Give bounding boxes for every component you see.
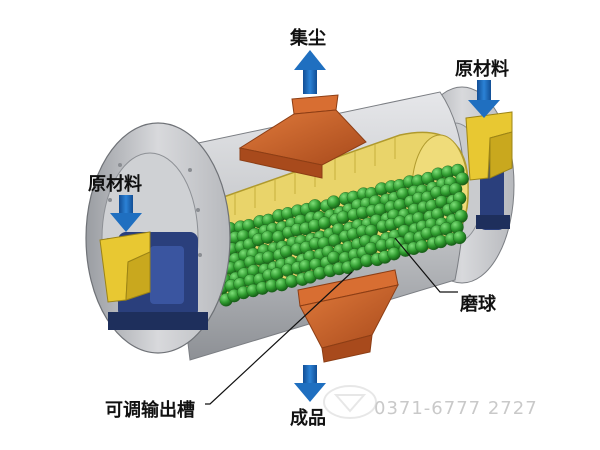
watermark-emblem-icon <box>323 385 377 419</box>
grinding-ball <box>452 230 467 245</box>
label-raw-material-left: 原材料 <box>88 174 142 195</box>
leader-line-trough <box>205 271 353 405</box>
dust-collection-hood <box>238 94 367 179</box>
grinding-balls <box>213 163 469 307</box>
watermark-phone: 0371-6777 2727 <box>374 398 538 419</box>
label-product: 成品 <box>290 408 326 429</box>
grinding-ball <box>308 199 322 213</box>
label-adjustable-trough: 可调输出槽 <box>105 400 195 421</box>
arrow-down-product-icon <box>294 365 326 402</box>
label-raw-material-right: 原材料 <box>455 59 509 80</box>
arrow-down-raw-right-icon <box>468 80 500 118</box>
label-grinding-balls: 磨球 <box>460 294 496 315</box>
arrow-down-raw-left-icon <box>110 195 142 232</box>
grinding-ball <box>415 239 429 254</box>
left-feed-hopper <box>99 231 151 303</box>
adjustable-discharge-trough <box>297 269 399 363</box>
label-dust-collection: 集尘 <box>290 28 326 49</box>
leader-line-balls <box>394 237 458 293</box>
grinding-ball <box>387 246 401 261</box>
grinding-ball <box>455 172 469 186</box>
arrow-up-dust-icon <box>294 50 326 94</box>
right-feed-hopper <box>465 111 513 181</box>
